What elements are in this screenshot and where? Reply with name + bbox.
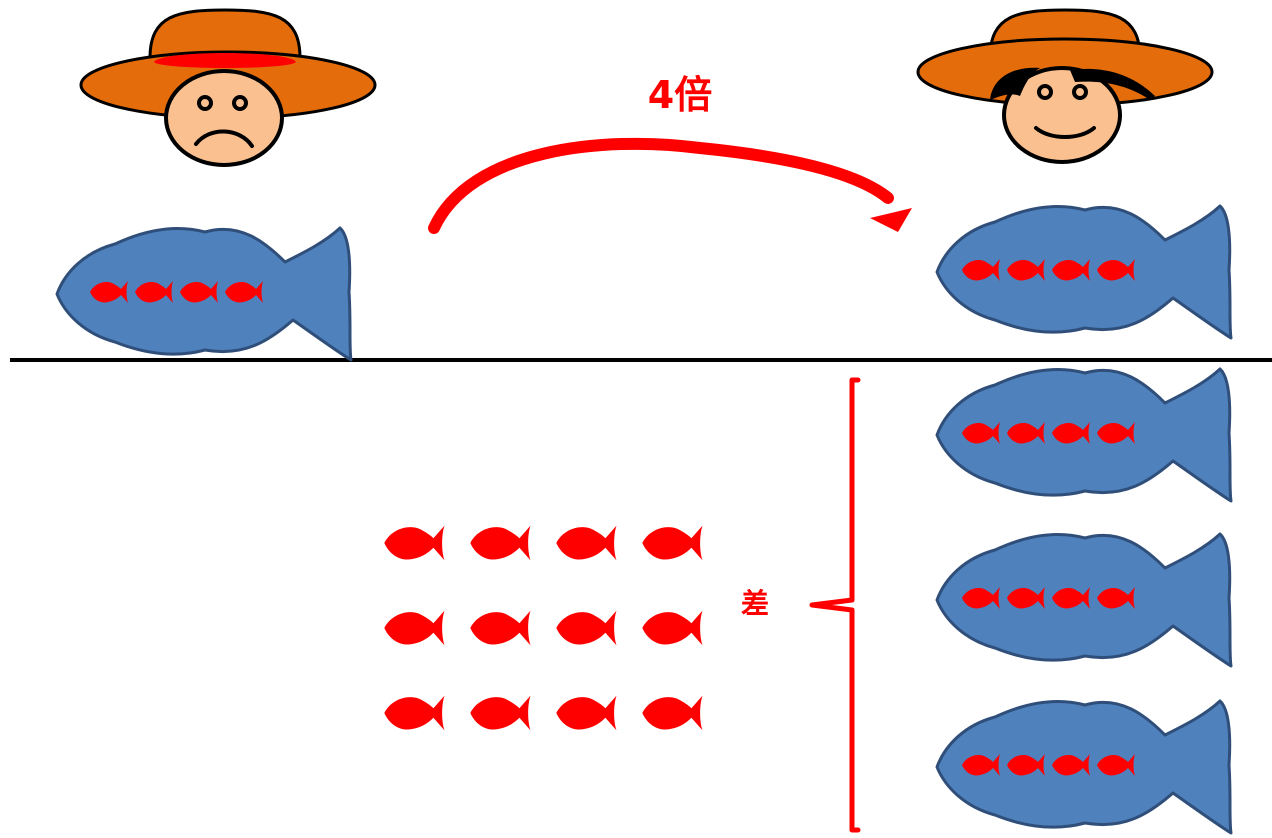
difference-label: 差 bbox=[741, 587, 769, 620]
happy-face-icon bbox=[990, 66, 1155, 164]
big-fish-icon bbox=[935, 699, 1233, 835]
small-fish-icon bbox=[556, 525, 617, 561]
left-fisherman bbox=[79, 8, 377, 167]
small-fish-icon bbox=[470, 695, 531, 731]
big-fish-icon bbox=[935, 367, 1233, 503]
small-fish-icon bbox=[556, 610, 617, 646]
small-fish-icon bbox=[384, 695, 445, 731]
curved-arrow-icon bbox=[428, 137, 912, 234]
multiplier-label: 4倍 bbox=[648, 73, 712, 117]
small-fish-icon bbox=[642, 695, 703, 731]
small-fish-icon bbox=[470, 525, 531, 561]
big-fish-icon bbox=[935, 532, 1233, 668]
big-fish-icon bbox=[55, 226, 353, 362]
small-fish-icon bbox=[642, 610, 703, 646]
small-fish-icon bbox=[384, 525, 445, 561]
small-fish-icon bbox=[556, 695, 617, 731]
brace-icon bbox=[809, 377, 861, 833]
small-fish-icon bbox=[470, 610, 531, 646]
right-fisherman bbox=[916, 8, 1214, 164]
sad-face-icon bbox=[164, 69, 284, 167]
big-fish-icon bbox=[935, 204, 1233, 340]
small-fish-icon bbox=[384, 610, 445, 646]
small-fish-icon bbox=[642, 525, 703, 561]
difference-fish-grid bbox=[384, 525, 703, 731]
